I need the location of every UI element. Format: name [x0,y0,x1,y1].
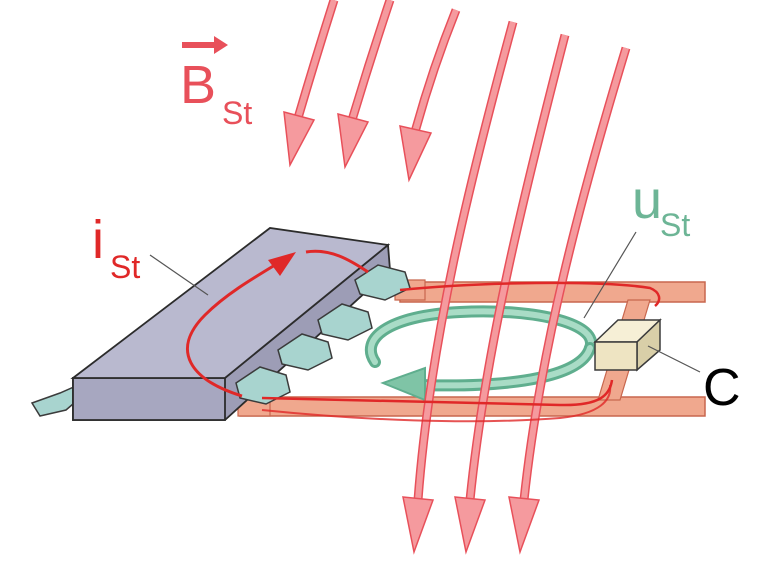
field-label: B St [180,36,252,131]
current-symbol: i [92,210,104,270]
current-path-trace-bottom [261,379,614,407]
field-symbol: B [180,55,216,115]
voltage-pointer-line [583,231,637,319]
field-arrow [454,33,570,555]
current-subscript: St [110,249,140,285]
voltage-arrowhead [380,366,426,402]
chip-top [70,227,391,379]
voltage-symbol: u [632,170,662,230]
current-pointer-line [149,254,209,296]
field-arrow [402,20,518,555]
magnetic-field-arrows-front [402,20,631,555]
magnetic-field-arrows [283,0,461,183]
current-path-trace-top [399,281,661,307]
field-arrow [283,0,339,168]
current-arrowhead [268,252,296,276]
field-arrow [399,8,461,183]
vector-arrow-icon [182,36,228,54]
capacitor-pointer-line [647,345,701,373]
voltage-subscript: St [660,207,690,243]
current-label: i St [92,210,140,285]
voltage-label: u St [632,170,690,243]
capacitor-label: C [703,359,741,417]
field-arrow [337,0,395,170]
field-subscript: St [222,95,252,131]
current-path-chip [185,260,281,398]
ic-chip [30,227,411,421]
field-arrow [508,46,631,555]
capacitor-component [593,318,662,372]
chip-pins [235,264,411,405]
